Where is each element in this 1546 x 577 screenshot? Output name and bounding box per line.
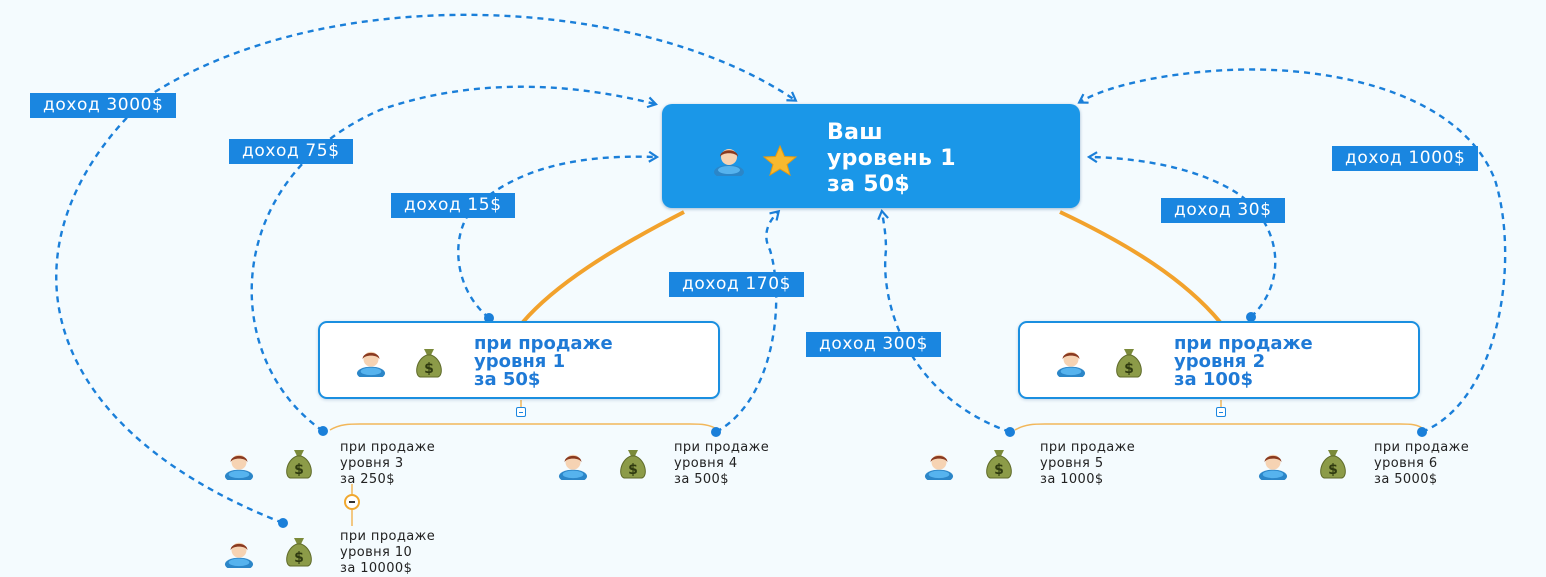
person-icon xyxy=(714,149,744,176)
person-icon xyxy=(924,454,954,480)
arrow-dot-300 xyxy=(1005,427,1015,437)
leaf-line: при продаже xyxy=(340,529,436,544)
leaf-line: за 250$ xyxy=(340,472,395,487)
leaf-line: при продаже xyxy=(340,440,436,455)
root-node[interactable]: Ваш уровень 1 за 50$ xyxy=(662,104,1080,208)
level1-node-text: при продаже уровня 1 за 50$ xyxy=(474,335,613,389)
income-label-170: доход 170$ xyxy=(669,272,805,297)
money-bag-icon: $ xyxy=(416,349,442,378)
person-icon xyxy=(1258,454,1288,480)
connector-root-to-level2 xyxy=(1059,210,1222,324)
node-line: за 100$ xyxy=(1174,369,1253,390)
leaf-line: за 10000$ xyxy=(340,561,413,576)
income-label-15: доход 15$ xyxy=(391,193,515,218)
arrow-dot-30 xyxy=(1246,312,1256,322)
money-bag-icon: $ xyxy=(286,450,312,479)
arrow-dot-3000 xyxy=(278,518,288,528)
node-line: при продаже xyxy=(474,333,613,354)
arrow-dot-1000 xyxy=(1417,427,1427,437)
arrow-dot-170 xyxy=(711,427,721,437)
leaf-line: уровня 6 xyxy=(1374,456,1438,471)
node-line: уровня 1 xyxy=(474,351,566,372)
collapse-toggle[interactable] xyxy=(516,407,526,417)
income-label-1000: доход 1000$ xyxy=(1332,146,1479,171)
leaf-line: за 1000$ xyxy=(1040,472,1104,487)
svg-text:$: $ xyxy=(994,462,1004,478)
collapse-toggle[interactable] xyxy=(344,494,360,510)
arrow-start-dots xyxy=(278,312,1427,528)
node-line: при продаже xyxy=(1174,333,1313,354)
arrow-income-75 xyxy=(250,85,655,432)
person-icon xyxy=(224,454,254,480)
leaf-text: при продаже уровня 6 за 5000$ xyxy=(1374,440,1469,488)
node-line: уровня 2 xyxy=(1174,351,1266,372)
star-icon xyxy=(762,144,798,176)
income-label-75: доход 75$ xyxy=(229,139,353,164)
income-arrows xyxy=(55,13,1507,525)
leaf-text: при продаже уровня 10 за 10000$ xyxy=(340,529,435,577)
person-icon xyxy=(558,454,588,480)
leaf-line: при продаже xyxy=(674,440,770,455)
leaf-line: за 500$ xyxy=(674,472,729,487)
arrow-dot-15 xyxy=(484,313,494,323)
svg-text:$: $ xyxy=(294,462,304,478)
arrow-income-170 xyxy=(715,212,778,434)
svg-text:$: $ xyxy=(1328,462,1338,478)
leaf-line: уровня 3 xyxy=(340,456,404,471)
arrow-income-1000 xyxy=(1080,68,1507,434)
arrow-income-300 xyxy=(882,212,1011,434)
money-bag-icon: $ xyxy=(286,538,312,567)
person-icon xyxy=(1056,351,1086,377)
money-bag-icon: $ xyxy=(1116,349,1142,378)
leaf-line: уровня 4 xyxy=(674,456,738,471)
person-icon xyxy=(356,351,386,377)
money-bag-icon: $ xyxy=(1320,450,1346,479)
leaf-line: за 5000$ xyxy=(1374,472,1438,487)
svg-text:$: $ xyxy=(294,550,304,566)
level2-node[interactable]: $ при продаже уровня 2 за 100$ xyxy=(1018,321,1420,399)
connector-root-to-level1 xyxy=(521,210,685,324)
income-label-30: доход 30$ xyxy=(1161,198,1285,223)
money-bag-icon: $ xyxy=(620,450,646,479)
leaf-line: уровня 10 xyxy=(340,545,413,560)
level2-node-text: при продаже уровня 2 за 100$ xyxy=(1174,335,1313,389)
leaf-line: уровня 5 xyxy=(1040,456,1104,471)
svg-text:$: $ xyxy=(628,462,638,478)
collapse-toggle[interactable] xyxy=(1216,407,1226,417)
income-label-300: доход 300$ xyxy=(806,332,942,357)
connector-lines xyxy=(521,210,1222,324)
money-bag-icon: $ xyxy=(986,450,1012,479)
arrow-income-30 xyxy=(1090,157,1277,318)
svg-text:$: $ xyxy=(424,361,434,377)
leaf-line: при продаже xyxy=(1040,440,1136,455)
root-level: уровень 1 xyxy=(827,146,956,171)
leaf-line: при продаже xyxy=(1374,440,1470,455)
arrow-dot-75 xyxy=(318,426,328,436)
leaf-text: при продаже уровня 5 за 1000$ xyxy=(1040,440,1135,488)
arrow-income-15 xyxy=(457,157,656,319)
root-price: за 50$ xyxy=(827,172,911,197)
svg-text:$: $ xyxy=(1124,361,1134,377)
level1-node[interactable]: $ при продаже уровня 1 за 50$ xyxy=(318,321,720,399)
leaf-text: при продаже уровня 4 за 500$ xyxy=(674,440,769,488)
income-label-3000: доход 3000$ xyxy=(30,93,177,118)
node-line: за 50$ xyxy=(474,369,541,390)
root-node-text: Ваш уровень 1 за 50$ xyxy=(827,120,956,198)
root-title: Ваш xyxy=(827,120,883,145)
leaf-text: при продаже уровня 3 за 250$ xyxy=(340,440,435,488)
person-icon xyxy=(224,542,254,568)
